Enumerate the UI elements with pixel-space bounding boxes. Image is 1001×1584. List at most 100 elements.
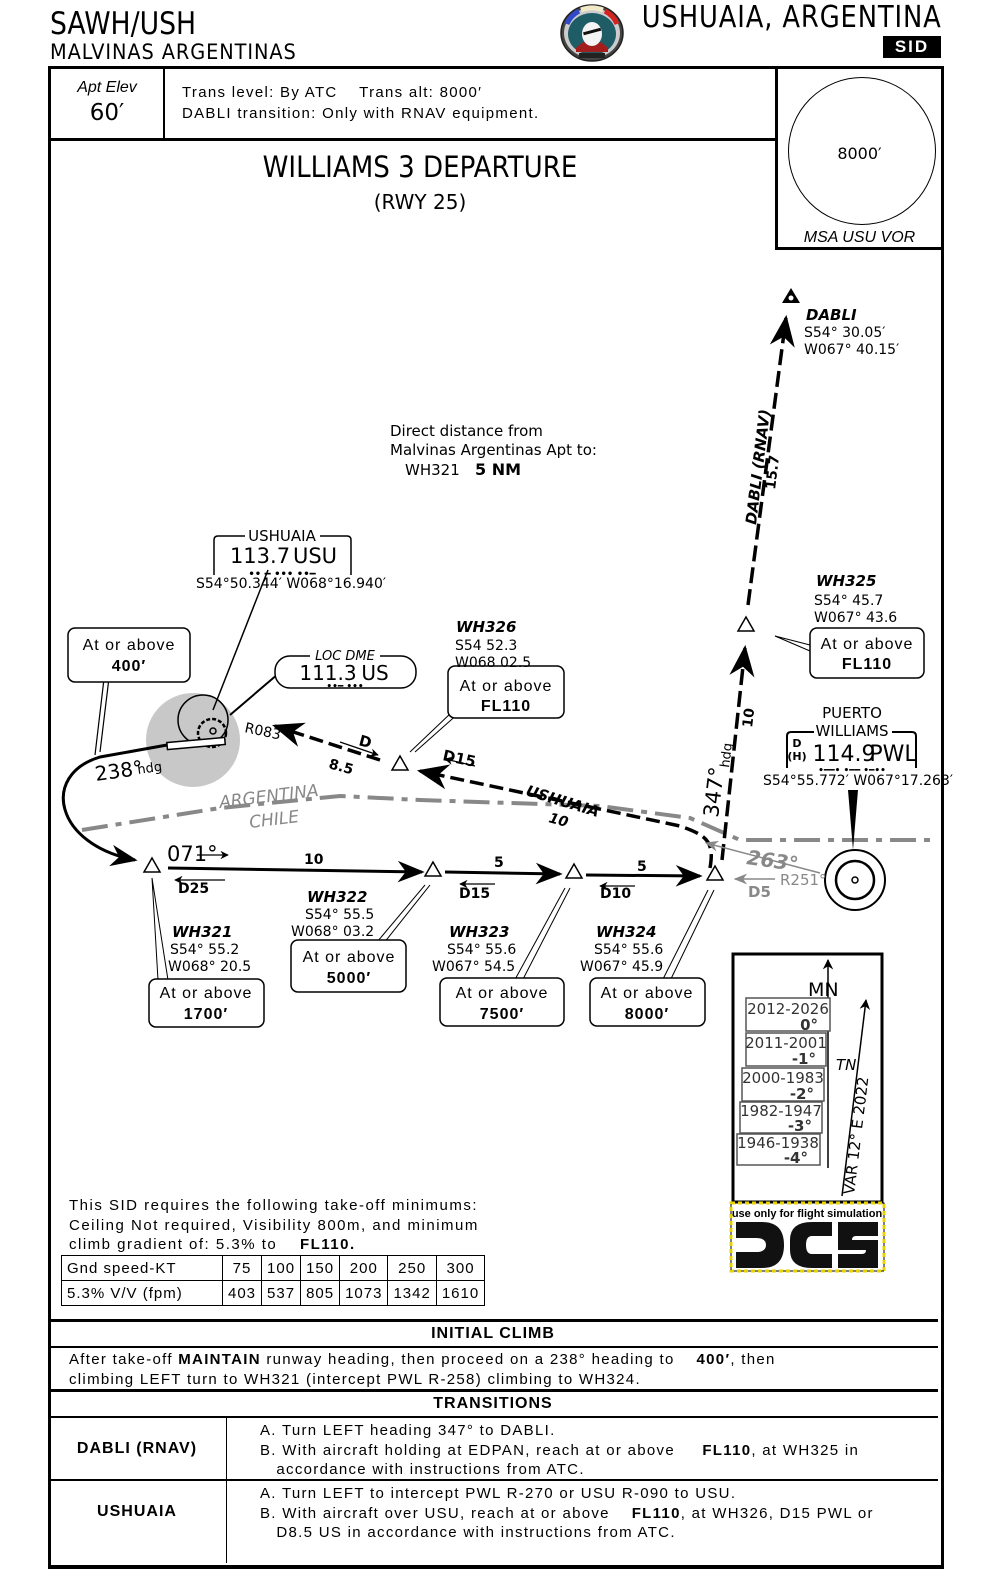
d15-label: D15 (459, 886, 490, 902)
table-cell: 200 (339, 1255, 389, 1281)
wh324-lat: S54° 55.6 (594, 942, 663, 958)
step-b-post: , at WH326, D15 PWL or (680, 1504, 874, 1522)
leg-wh322-wh323 (444, 862, 563, 885)
wh322-name: WH322 (307, 888, 367, 906)
loc-freq: 111.3 (299, 661, 356, 685)
magvar-change-3: -3° (788, 1117, 812, 1135)
dabli-name: DABLI (806, 306, 857, 324)
magvar-years-2: 2000-1983 (742, 1069, 824, 1087)
wh321-triangle-icon[interactable] (142, 856, 162, 873)
step-a: A. Turn LEFT to intercept PWL R-270 or U… (260, 1485, 737, 1502)
direct-distance-line2: Malvinas Argentinas Apt to: (390, 441, 597, 459)
leg-347-distance: 10 (740, 707, 758, 729)
pwl-coords: S54°55.772′ W067°17.263′ (763, 773, 953, 789)
table-row: Gnd speed-KT 75 100 150 200 250 300 (61, 1255, 486, 1281)
chart-frame (48, 66, 944, 1569)
dabli-route-distance: 15.7 (763, 454, 783, 490)
route-initial-turn (61, 743, 168, 867)
pwl-morse: •━━• •━━ •━•• (818, 766, 886, 776)
wh326-leader (409, 711, 461, 753)
usu-navaid-box (213, 535, 352, 575)
route-ushuaia-transition (416, 764, 713, 869)
divider (226, 1481, 227, 1563)
wh325-lon: W067° 43.6 (814, 610, 897, 626)
wh326-triangle-icon[interactable] (390, 754, 410, 771)
transition-name: DABLI (RNAV) (76, 1440, 198, 1457)
dabli-lon: W067° 40.15′ (804, 342, 899, 358)
wh326-lon: W068 02.5 (455, 655, 531, 671)
table-cell: 1342 (387, 1280, 437, 1306)
step-b-post: , at WH325 in (751, 1441, 860, 1459)
step-a: A. Turn LEFT heading 347° to DABLI. (260, 1422, 556, 1439)
wh325-lat: S54° 45.7 (814, 593, 883, 609)
loc-dme-label: LOC DME (315, 649, 376, 664)
step-c: accordance with instructions from ATC. (260, 1461, 585, 1478)
usu-morse: •• ━ ••• ••━ (248, 569, 316, 580)
wh325-triangle-icon[interactable] (736, 615, 756, 632)
minimums-line3: climb gradient of: 5.3% to (69, 1236, 278, 1253)
magvar-change-2: -2° (790, 1085, 814, 1103)
leg-wh323-wh324 (585, 864, 703, 887)
course-071-label: 071° (167, 842, 218, 866)
wh324-leader (659, 889, 715, 986)
airport-elevation-box: Apt Elev 60′ (51, 69, 165, 138)
pwl-navaid-box (786, 731, 917, 768)
wh321-lat: S54° 55.2 (170, 942, 239, 958)
squadron-logo-icon (559, 4, 625, 62)
table-cell: 537 (261, 1280, 302, 1306)
wh321-lon: W068° 20.5 (168, 959, 251, 975)
route-to-usu (272, 722, 381, 762)
wh322-leader (371, 884, 431, 949)
magvar-years-4: 1946-1938 (737, 1134, 819, 1152)
info-row (48, 66, 775, 141)
table-row: 5.3% V/V (fpm) 403 537 805 1073 1342 161… (61, 1280, 486, 1306)
restriction-400-label: At or above (83, 637, 176, 654)
wh324-triangle-icon[interactable] (705, 864, 725, 881)
wh322-triangle-icon[interactable] (423, 860, 443, 877)
airport-name: MALVINAS ARGENTINAS (50, 40, 297, 64)
radial-r083-label: R083° (243, 720, 289, 745)
border-line (81, 793, 930, 842)
transitions-header: TRANSITIONS (48, 1389, 938, 1416)
msa-label: MSA USU VOR (803, 229, 916, 246)
dcs-disclaimer: use only for flight simulation (729, 1201, 886, 1273)
direct-distance-line1: Direct distance from (390, 422, 543, 440)
procedure-runway: (RWY 25) (373, 190, 467, 214)
wh323-restriction-value: 7500′ (480, 1006, 524, 1023)
direct-distance-fix: WH321 (405, 461, 460, 479)
route-dabli-rnav (746, 314, 795, 606)
usu-freq: 113.7 (230, 544, 290, 568)
chart-type-badge: SID (883, 36, 941, 58)
loc-ident: US (361, 661, 388, 685)
magvar-change-4: -4° (784, 1149, 808, 1167)
usu-ident: USU (293, 544, 337, 568)
transition-body: A. Turn LEFT to intercept PWL R-270 or U… (260, 1484, 874, 1543)
restriction-box-wh326 (447, 665, 565, 719)
msa-box: 8000′ MSA USU VOR (775, 66, 941, 250)
apt-elev-label: Apt Elev (77, 79, 137, 96)
initial-climb-header: INITIAL CLIMB (48, 1319, 938, 1348)
dabli-note: DABLI transition: Only with RNAV equipme… (182, 105, 540, 122)
radial-r251-label: R251° (780, 871, 827, 889)
row-label: Gnd speed-KT (61, 1255, 223, 1281)
wh321-restriction-label: At or above (160, 985, 253, 1002)
transition-row-ushuaia: USHUAIA A. Turn LEFT to intercept PWL R-… (48, 1479, 938, 1563)
transition-row-dabli: DABLI (RNAV) A. Turn LEFT heading 347° t… (48, 1416, 938, 1480)
wh324-restriction-value: 8000′ (625, 1006, 669, 1023)
radial-263-line (704, 840, 821, 874)
leg-wh321-wh322 (167, 860, 425, 883)
d-arrow (339, 741, 379, 757)
usu-name: USHUAIA (248, 527, 316, 545)
restriction-box-wh325 (809, 627, 925, 679)
pwl-vor-compass-icon (824, 849, 886, 911)
magvar-years-1: 2011-2001 (745, 1034, 827, 1052)
step-b-bold: FL110 (631, 1504, 681, 1522)
magvar-change-1: -1° (792, 1050, 816, 1068)
wh323-triangle-icon[interactable] (564, 862, 584, 879)
dabli-fix-icon[interactable] (782, 288, 800, 303)
magvar-table: 2012-2026 0° 2011-2001 -1° 2000-1983 -2°… (736, 997, 831, 1167)
border-chile-label: CHILE (248, 807, 300, 833)
wh324-restriction-label: At or above (601, 985, 694, 1002)
ic-text-a: After take-off (69, 1351, 179, 1368)
